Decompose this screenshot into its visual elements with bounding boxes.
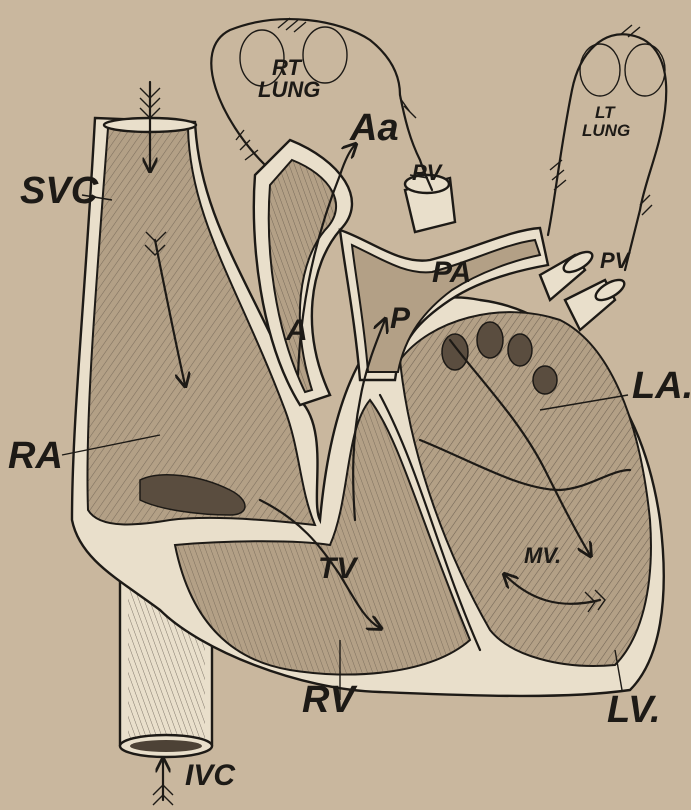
label-aa: Aa [349,107,399,149]
label-mv: MV. [524,543,561,568]
label-lt-lung: LT LUNG [582,103,630,140]
label-tv: TV [318,552,359,585]
label-pv-right: PV [412,160,444,185]
left-lung-circuit [548,25,666,270]
label-lt: LT [595,103,616,122]
label-rt-lung: RT LUNG [258,55,320,102]
label-svc: SVC [20,170,99,212]
label-ra: RA [8,435,63,477]
label-pv-left: PV [600,248,632,273]
label-la: LA. [632,365,691,407]
label-pa: PA [432,256,471,289]
label-lv: LV. [607,689,661,731]
label-p: P [390,302,411,335]
label-a: A [285,314,308,347]
label-rt-lung-word: LUNG [258,77,320,102]
label-rv: RV [302,679,357,721]
label-lt-lung-word: LUNG [582,121,630,140]
label-ivc: IVC [185,759,236,792]
